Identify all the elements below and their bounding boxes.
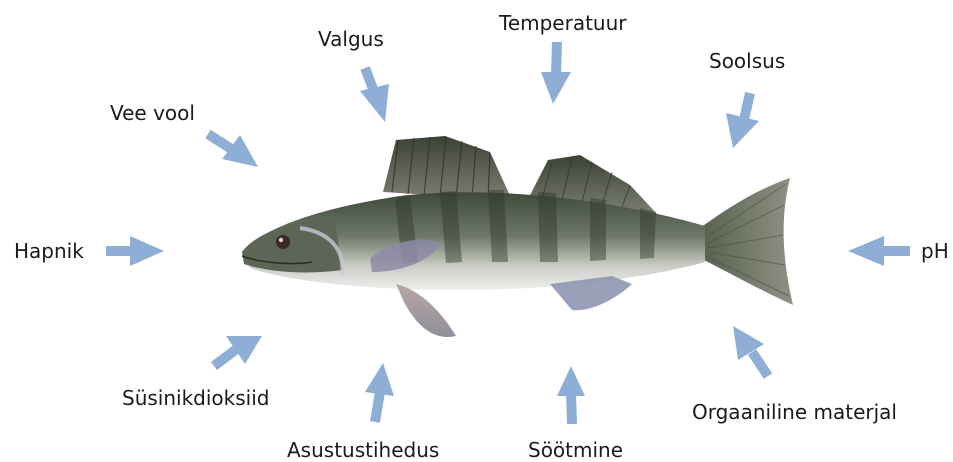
label-asustustihedus: Asustustihedus	[287, 440, 439, 460]
arrow-soolsus	[726, 93, 759, 148]
arrow-vee-vool	[208, 134, 258, 167]
label-valgus: Valgus	[318, 29, 384, 49]
label-soolsus: Soolsus	[709, 51, 785, 71]
arrow-ph	[848, 236, 910, 266]
arrow-orgaaniline-materjal	[733, 326, 768, 376]
arrow-asustustihedus	[365, 363, 394, 422]
label-hapnik: Hapnik	[14, 241, 84, 261]
label-temperatuur: Temperatuur	[499, 13, 627, 33]
arrow-susinikdioksiid	[214, 336, 262, 366]
label-vee-vool: Vee vool	[110, 103, 195, 123]
fish-icon	[242, 136, 793, 337]
label-susinikdioksiid: Süsinikdioksiid	[122, 388, 269, 408]
arrow-hapnik	[106, 236, 164, 266]
arrow-valgus	[360, 68, 389, 122]
arrow-temperatuur	[541, 42, 571, 104]
arrow-sootmine	[557, 366, 585, 424]
label-orgaaniline-materjal: Orgaaniline materjal	[692, 402, 897, 422]
label-ph: pH	[921, 241, 949, 261]
label-sootmine: Söötmine	[528, 440, 623, 460]
